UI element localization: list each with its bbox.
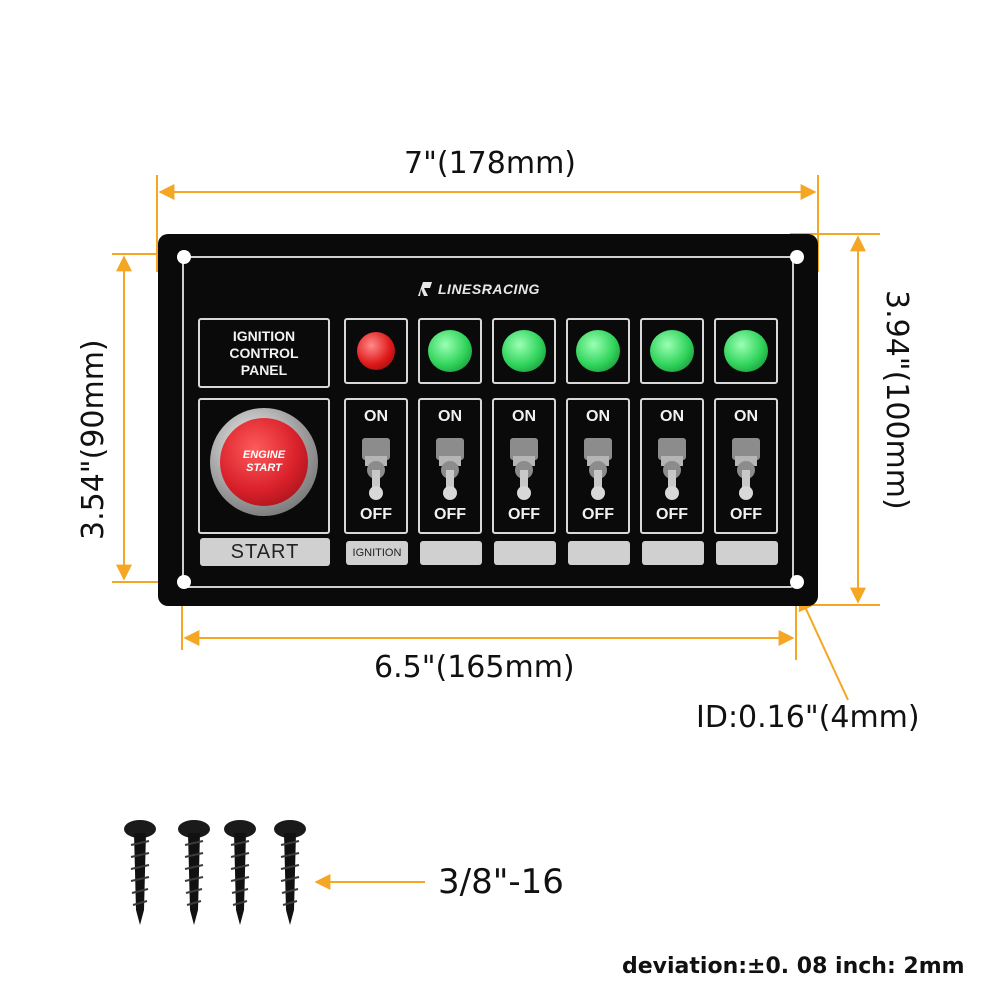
lamp-box-4 <box>566 318 630 384</box>
panel-border <box>182 256 794 588</box>
mount-hole-top-left <box>177 250 191 264</box>
engine-start-text: ENGINE START <box>242 449 286 474</box>
toggle-box-1: ON OFF <box>344 398 408 534</box>
green-indicator-lamp-5 <box>724 330 768 372</box>
screw-3 <box>224 820 256 925</box>
lamp-box-5 <box>640 318 704 384</box>
hole-height-label: 3.54"(90mm) <box>76 339 111 540</box>
screw-size-label: 3/8"-16 <box>438 862 564 902</box>
lamp-box-1 <box>344 318 408 384</box>
toggle-switch-6[interactable] <box>728 436 764 502</box>
toggle-box-5: ON OFF <box>640 398 704 534</box>
blank-label-plate-1 <box>420 541 482 565</box>
deviation-label: deviation:±0. 08 inch: 2mm <box>622 954 965 979</box>
toggle-box-2: ON OFF <box>418 398 482 534</box>
brand-mark-icon <box>418 282 432 296</box>
green-indicator-lamp-1 <box>428 330 472 372</box>
screw-1 <box>124 820 156 925</box>
mounting-screws <box>124 820 306 925</box>
off-label: OFF <box>360 506 392 523</box>
on-label: ON <box>660 408 684 425</box>
start-label: START <box>230 540 300 563</box>
ignition-label-plate: IGNITION <box>346 541 408 565</box>
green-indicator-lamp-2 <box>502 330 546 372</box>
hole-id-leader <box>798 594 849 701</box>
lamp-box-3 <box>492 318 556 384</box>
toggle-switch-2[interactable] <box>432 436 468 502</box>
on-label: ON <box>586 408 610 425</box>
toggle-box-4: ON OFF <box>566 398 630 534</box>
screw-2 <box>178 820 210 925</box>
hole-id-label: ID:0.16"(4mm) <box>696 700 920 735</box>
on-label: ON <box>734 408 758 425</box>
toggle-switch-5[interactable] <box>654 436 690 502</box>
green-indicator-lamp-3 <box>576 330 620 372</box>
mount-hole-top-right <box>790 250 804 264</box>
off-label: OFF <box>656 506 688 523</box>
lamp-box-2 <box>418 318 482 384</box>
mount-hole-bottom-left <box>177 575 191 589</box>
on-label: ON <box>512 408 536 425</box>
green-indicator-lamp-4 <box>650 330 694 372</box>
blank-label-plate-2 <box>494 541 556 565</box>
off-label: OFF <box>434 506 466 523</box>
width-label: 7"(178mm) <box>404 146 577 181</box>
red-indicator-lamp <box>357 332 395 370</box>
toggle-box-3: ON OFF <box>492 398 556 534</box>
engine-start-button[interactable]: ENGINE START <box>210 408 318 516</box>
start-label-plate: START <box>200 538 330 566</box>
toggle-switch-4[interactable] <box>580 436 616 502</box>
hole-width-label: 6.5"(165mm) <box>374 650 575 685</box>
blank-label-plate-5 <box>716 541 778 565</box>
blank-label-plate-4 <box>642 541 704 565</box>
ignition-label: IGNITION <box>352 547 402 559</box>
screw-4 <box>274 820 306 925</box>
brand-name: LINESRACING <box>438 281 540 297</box>
lamp-box-6 <box>714 318 778 384</box>
on-label: ON <box>364 408 388 425</box>
brand-logo: LINESRACING <box>416 281 540 297</box>
panel-title: IGNITION CONTROL PANEL <box>229 327 299 378</box>
off-label: OFF <box>730 506 762 523</box>
panel-title-box: IGNITION CONTROL PANEL <box>198 318 330 388</box>
toggle-box-6: ON OFF <box>714 398 778 534</box>
mount-hole-bottom-right <box>790 575 804 589</box>
toggle-switch-1[interactable] <box>358 436 394 502</box>
start-button-box: ENGINE START <box>198 398 330 534</box>
height-label: 3.94"(100mm) <box>879 290 914 510</box>
toggle-switch-3[interactable] <box>506 436 542 502</box>
ignition-control-panel: LINESRACING IGNITION CONTROL PANEL ENGIN… <box>158 234 818 606</box>
on-label: ON <box>438 408 462 425</box>
off-label: OFF <box>582 506 614 523</box>
blank-label-plate-3 <box>568 541 630 565</box>
off-label: OFF <box>508 506 540 523</box>
